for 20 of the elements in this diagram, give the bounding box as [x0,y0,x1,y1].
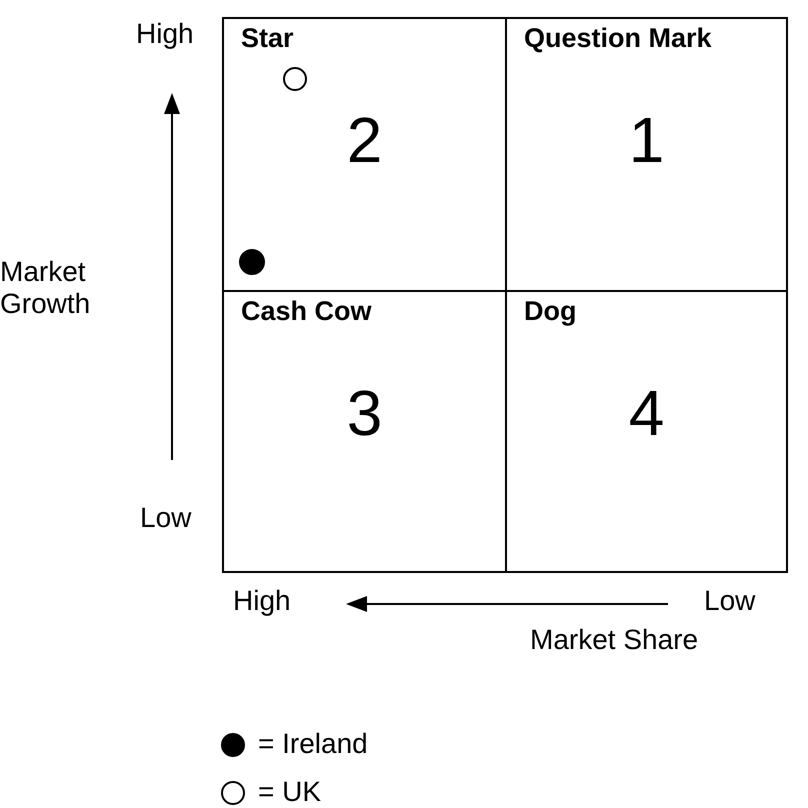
quadrant-box [505,17,788,292]
quadrant-number: 3 [346,378,384,448]
quadrant-box [222,290,507,573]
legend-label: = UK [258,776,322,808]
quadrant-title: Star [241,22,294,54]
axis-label: Low [140,502,192,534]
quadrant-box [505,290,788,573]
axis-label: High [233,585,291,617]
legend-label: = Ireland [258,728,368,760]
quadrant-number: 2 [346,105,384,175]
quadrant-number: 4 [628,378,666,448]
quadrant-title: Cash Cow [241,295,372,327]
axis-label: Market Share [530,624,698,656]
axis-label: Market Growth [0,256,92,320]
axis-label: High [136,18,194,50]
quadrant-title: Dog [524,295,576,327]
quadrant-number: 1 [628,105,666,175]
quadrant-title: Question Mark [524,22,712,54]
axis-label: Low [704,585,756,617]
quadrant-box [222,17,507,292]
